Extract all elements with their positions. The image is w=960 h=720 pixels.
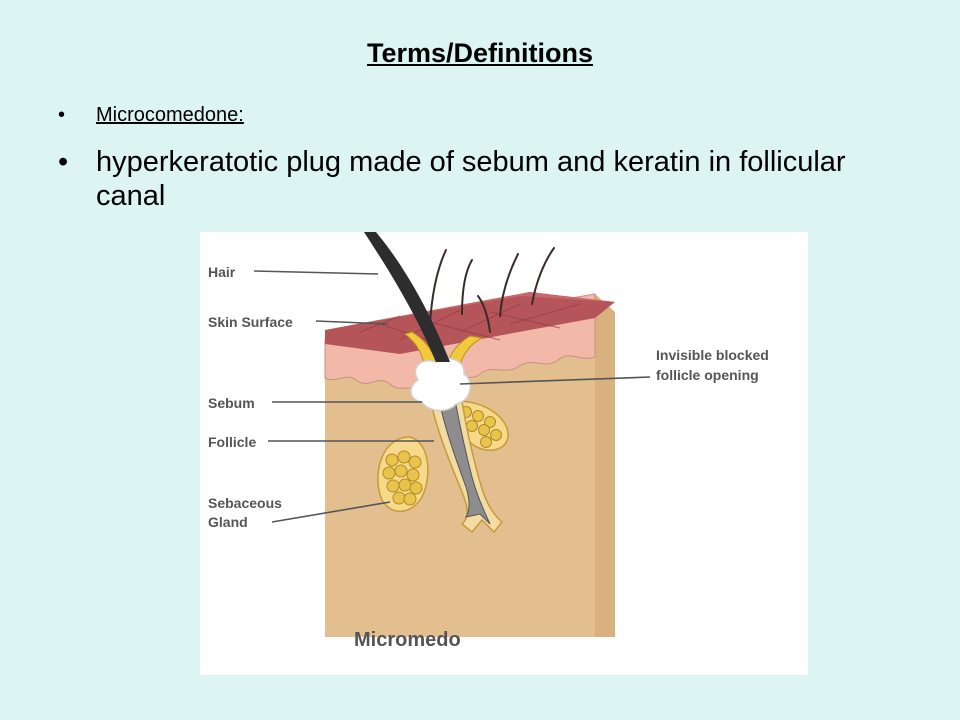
- label-sebaceous-line2: Gland: [208, 514, 248, 530]
- label-follicle: Follicle: [208, 434, 256, 450]
- skin-cross-section: Hair Skin Surface Sebum Follicle Sebaceo…: [208, 232, 769, 651]
- label-blocked-line1: Invisible blocked: [656, 347, 769, 363]
- skin-surface-leader-line: [315, 320, 389, 325]
- hair-leader-line: [253, 270, 379, 275]
- bullet-text-term: Microcomedone:: [96, 104, 244, 126]
- label-skin-surface: Skin Surface: [208, 314, 293, 330]
- sebaceous-leader-line: [271, 501, 391, 523]
- skin-surface-top: [325, 292, 615, 354]
- label-blocked-line2: follicle opening: [656, 367, 759, 383]
- hair-shaft: [364, 232, 450, 362]
- bullet-list: • Microcomedone: • hyperkeratotic plug m…: [58, 104, 858, 213]
- sebum-plug: [410, 357, 472, 412]
- label-hair: Hair: [208, 264, 236, 280]
- bullet-item: • hyperkeratotic plug made of sebum and …: [58, 145, 858, 213]
- label-sebum: Sebum: [208, 395, 255, 411]
- micromedo-diagram: Hair Skin Surface Sebum Follicle Sebaceo…: [200, 232, 808, 675]
- blocked-opening-leader-line: [459, 376, 651, 385]
- bullet-marker: •: [58, 104, 66, 126]
- slide-title: Terms/Definitions: [366, 38, 594, 68]
- bullet-marker: •: [58, 146, 69, 178]
- sebaceous-gland-left: [377, 436, 429, 512]
- bullet-text-definition: hyperkeratotic plug made of sebum and ke…: [96, 146, 846, 212]
- label-sebaceous-line1: Sebaceous: [208, 495, 282, 511]
- bullet-item: • Microcomedone:: [58, 104, 858, 127]
- figure-caption: Micromedo: [354, 629, 461, 651]
